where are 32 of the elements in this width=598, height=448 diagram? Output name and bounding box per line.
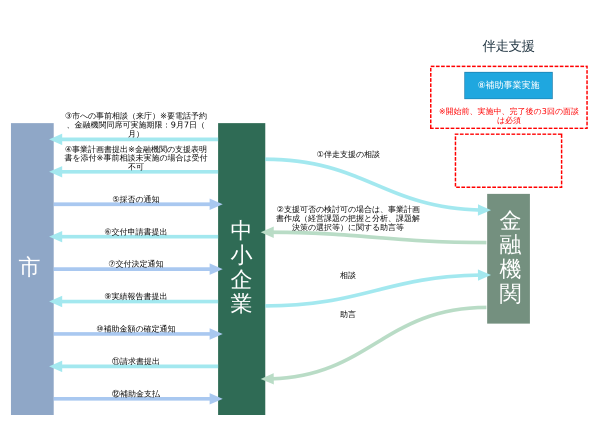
arrow [49,166,218,178]
edge-label: ③市への事前相談（来庁）※要電話予約、金融機関同席可実施期限：9月7日（月） [64,110,207,138]
edge-label: ②支援可否の検討可の場合は、事業計画書作成（経営課題の把握と分析、課題解決策の選択等）に関する助言等 [276,204,420,232]
arrow [49,133,218,145]
node-box: 市 [10,122,54,415]
arrow [49,360,218,372]
edge-label: ⑫補助金支払 [112,388,160,398]
node-box: 金融機関 [487,193,530,324]
arrow [49,230,218,242]
arrow [54,262,223,274]
node-box: 中小企業 [218,122,266,415]
node-box [454,132,562,188]
edge-label: ⑪請求書提出 [112,356,160,366]
edge-label: ⑨実績報告書提出 [104,290,168,301]
arrow [54,392,223,404]
arrow [265,156,492,216]
edge-label: ⑩補助金額の確定通知 [96,323,176,334]
arrow [49,295,218,307]
arrow [260,305,487,384]
edge-label: 助言 [340,308,356,318]
edge-label: ⑤採否の通知 [112,193,160,204]
arrow [54,328,223,340]
edge-label: ①伴走支援の相談 [316,148,380,158]
arrow [54,198,223,210]
edge-label: ⑦交付決定通知 [108,258,164,268]
arrow [260,226,486,244]
label: 伴走支援 [482,38,535,54]
node-box: ⑧補助事業実施 [464,71,553,99]
edge-label: 相談 [340,269,356,280]
arrow [265,268,492,308]
edge-label: ⑥交付申請書提出 [104,226,168,236]
edge-label: ④事業計画書提出※金融機関の支援表明書を添付※事前相談未実施の場合は受付不可 [64,143,208,171]
